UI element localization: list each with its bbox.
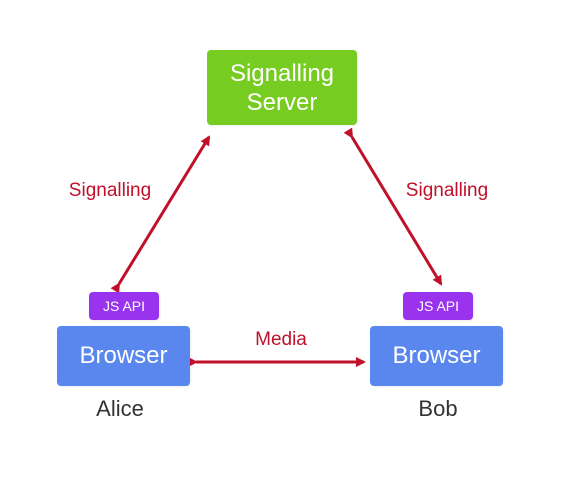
- alice-jsapi-badge: JS API: [89, 292, 159, 320]
- bob-jsapi-label: JS API: [416, 298, 460, 314]
- alice-browser-label: Browser: [79, 342, 168, 369]
- bob-jsapi-badge: JS API: [403, 292, 473, 320]
- signalling-server-box: Signalling Server: [207, 50, 357, 125]
- bob-browser-box: Browser: [370, 326, 503, 386]
- bob-browser-label: Browser: [392, 342, 481, 369]
- alice-jsapi-label: JS API: [102, 298, 146, 314]
- signalling-arrow-left: [110, 135, 211, 294]
- server-label-line2: Server: [246, 88, 318, 116]
- bob-name-label: Bob: [418, 396, 458, 421]
- server-label-line1: Signalling: [229, 59, 335, 87]
- media-label: Media: [255, 329, 307, 350]
- alice-name-label: Alice: [96, 396, 144, 421]
- signalling-arrow-right: [343, 127, 443, 286]
- signalling-label-left: Signalling: [68, 180, 152, 201]
- alice-browser-box: Browser: [57, 326, 190, 386]
- signalling-label-right: Signalling: [405, 180, 489, 201]
